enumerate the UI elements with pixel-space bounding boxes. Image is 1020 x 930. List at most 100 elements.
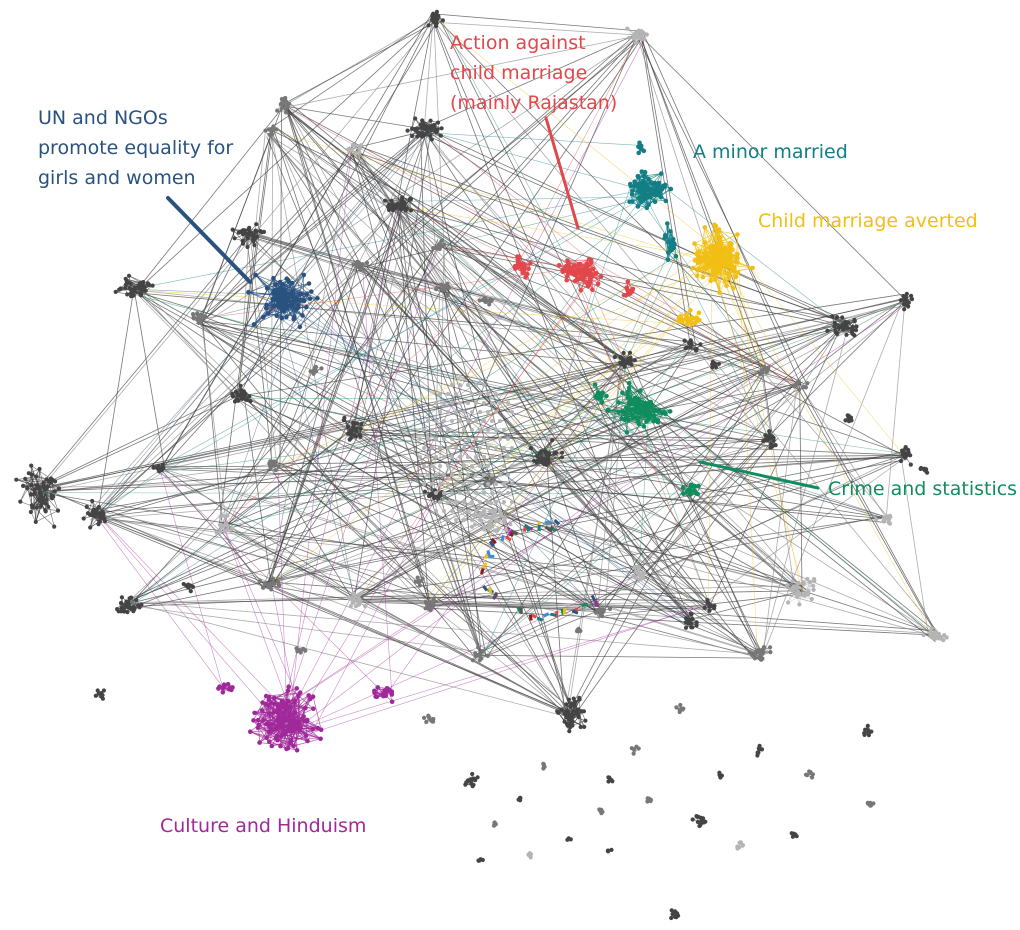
edge <box>430 13 645 32</box>
node <box>263 128 268 133</box>
edge <box>432 601 710 607</box>
edge <box>444 288 799 592</box>
edge <box>197 320 621 366</box>
edge <box>250 234 449 294</box>
edge <box>761 369 891 520</box>
edge-crime <box>635 300 909 401</box>
edge-averted <box>487 268 699 481</box>
edge <box>237 128 274 394</box>
edge-culture <box>294 712 307 736</box>
node <box>424 125 429 130</box>
dash-component <box>481 562 488 569</box>
edge-culture <box>160 470 224 688</box>
dash-component <box>486 549 492 557</box>
edge-action <box>628 293 798 387</box>
edge <box>275 127 622 359</box>
dash-component <box>554 611 559 618</box>
edge <box>197 321 600 614</box>
node <box>385 204 391 209</box>
dash-component <box>507 529 514 537</box>
edge <box>201 133 272 320</box>
edge-culture <box>96 517 224 688</box>
edge <box>96 514 478 655</box>
edge <box>97 516 266 584</box>
edge <box>601 615 762 659</box>
edge <box>22 476 37 487</box>
edge-culture <box>253 720 269 732</box>
edge <box>418 131 847 321</box>
edge <box>275 457 908 465</box>
edge-culture <box>271 603 712 747</box>
edge <box>127 429 351 606</box>
node <box>644 32 649 37</box>
edge-averted <box>737 234 758 654</box>
edge <box>886 299 906 516</box>
edge <box>285 107 943 638</box>
edge <box>266 132 440 293</box>
edge <box>269 135 768 436</box>
edge <box>87 500 93 514</box>
edge <box>201 320 227 526</box>
edge-un <box>94 291 283 514</box>
edge <box>268 479 485 583</box>
edge <box>156 464 266 586</box>
edge <box>426 602 569 716</box>
node <box>426 23 431 28</box>
edge <box>358 145 849 325</box>
node <box>274 127 279 132</box>
edge <box>94 516 576 716</box>
edge <box>638 573 764 655</box>
edge <box>476 326 843 658</box>
node <box>359 143 364 148</box>
edge <box>354 595 710 602</box>
edge-action <box>287 108 593 277</box>
edge <box>546 358 629 449</box>
edge-crime <box>242 397 635 401</box>
edge <box>440 291 800 591</box>
node <box>434 9 439 14</box>
dash-component <box>488 554 495 559</box>
edge <box>234 230 256 239</box>
edge <box>37 425 352 494</box>
edge-culture <box>275 247 439 739</box>
edge <box>132 286 490 481</box>
edge <box>445 36 637 250</box>
edge <box>275 127 807 591</box>
edge-averted <box>360 236 719 433</box>
edge-crime <box>640 390 671 412</box>
edge <box>127 34 645 608</box>
edge <box>482 610 599 658</box>
edge <box>137 292 695 343</box>
edge <box>242 294 903 397</box>
edge-culture <box>307 497 437 742</box>
edge <box>39 231 253 487</box>
edge <box>238 236 250 396</box>
node <box>428 133 433 138</box>
node <box>428 118 433 123</box>
edge <box>438 243 936 643</box>
node <box>279 106 284 111</box>
dash-component <box>571 609 579 615</box>
dash-component <box>524 523 531 530</box>
edge <box>432 21 643 36</box>
edge <box>397 207 430 605</box>
edge-minor <box>643 173 662 177</box>
edge <box>36 394 241 490</box>
edge <box>202 154 355 323</box>
edge-culture <box>288 145 353 731</box>
node <box>435 128 440 133</box>
edge-un <box>268 313 884 517</box>
dash-component <box>542 612 550 618</box>
edge <box>130 364 765 609</box>
edge <box>125 347 690 604</box>
edge <box>202 316 552 453</box>
edge-minor <box>482 251 670 656</box>
edge-culture <box>93 509 281 705</box>
dash-component <box>511 530 519 536</box>
edge <box>32 486 45 508</box>
edge <box>243 392 272 585</box>
edge-culture <box>271 584 296 701</box>
edge <box>360 263 799 385</box>
edge <box>225 131 425 530</box>
node <box>407 196 413 202</box>
